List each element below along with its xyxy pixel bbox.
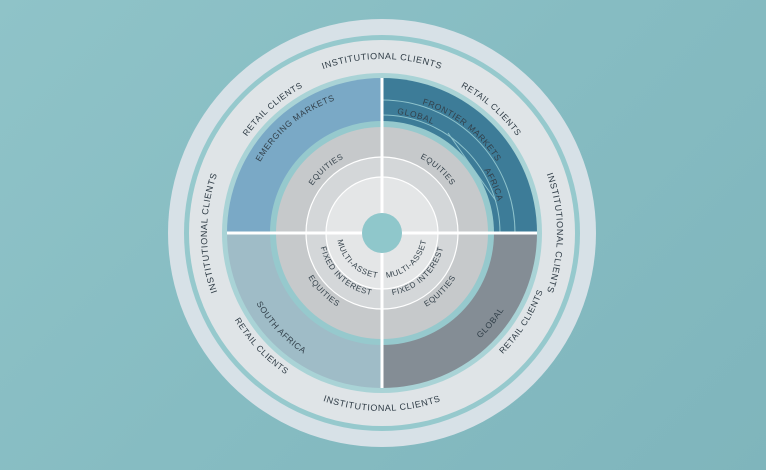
frontier-divider-arc-outer (381, 99, 516, 234)
frontier-divider-arc-inner (381, 114, 501, 234)
center-hub (362, 213, 402, 253)
